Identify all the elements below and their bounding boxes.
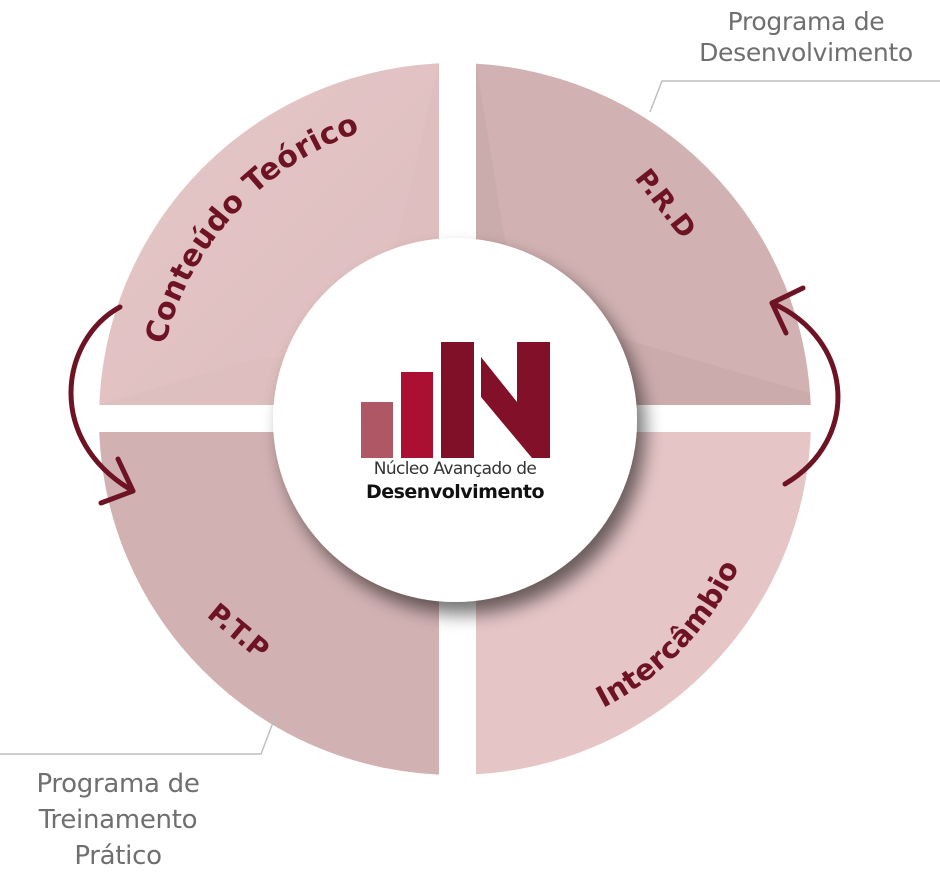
callout-prd: Programa de Desenvolvimento [672, 6, 940, 68]
bar-chart-n-logo-icon [361, 342, 550, 458]
logo-title-line2: Desenvolvimento [365, 481, 545, 503]
curved-arrow-down-icon [68, 304, 136, 506]
curved-arrow-up-icon [769, 285, 841, 487]
callout-ptp: Programa de Treinamento Prático [0, 766, 236, 874]
callout-prd-line1: Programa de [727, 7, 885, 36]
callout-ptp-line3: Prático [74, 841, 162, 871]
logo-bar-1 [361, 402, 393, 458]
prd-leader-line [649, 80, 940, 113]
logo-n-shape [481, 342, 550, 458]
logo-title-line1: Núcleo Avançado de [373, 459, 537, 479]
ptp-leader-line [0, 711, 278, 755]
callout-ptp-line1: Programa de [36, 769, 200, 799]
callout-ptp-line2: Treinamento [38, 805, 198, 835]
callout-prd-line2: Desenvolvimento [699, 38, 913, 67]
logo-bar-3 [441, 342, 474, 458]
logo-bar-2 [401, 372, 433, 458]
